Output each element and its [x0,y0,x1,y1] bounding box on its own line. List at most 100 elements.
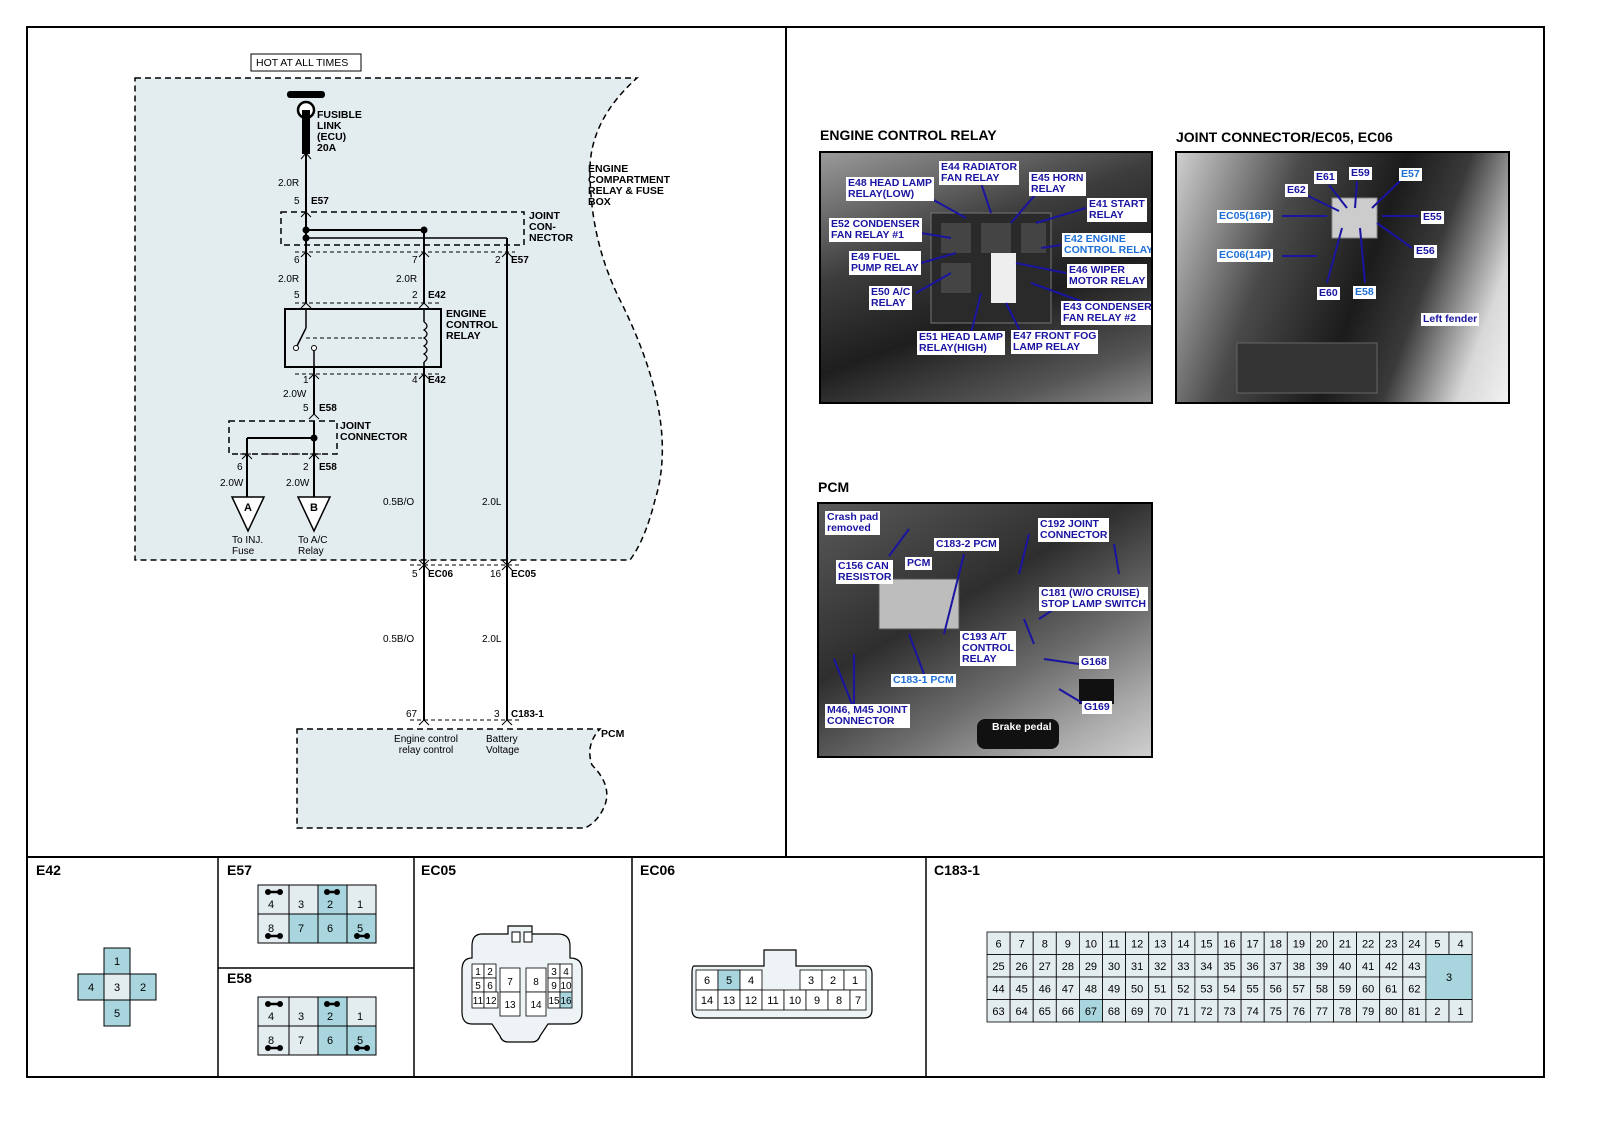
engine-control-relay-photo: E44 RADIATOR FAN RELAY E48 HEAD LAMP REL… [819,151,1153,404]
ec05-pin: 10 [560,981,572,992]
connector-title-ec05: EC05 [421,862,457,878]
callout-ec06: EC06(14P) [1217,249,1273,262]
branch-b-triangle [296,496,332,533]
callout-e61: E61 [1314,171,1337,184]
ec05-pin: 11 [473,996,484,1007]
wire-gauge-label: 2.0W [283,389,307,400]
callout-e62: E62 [1285,184,1308,197]
c183-pin: 65 [1039,1006,1051,1018]
c183-pin: 39 [1316,961,1328,973]
callout-e49: E49 FUEL PUMP RELAY [849,251,921,275]
callout-e41: E41 START RELAY [1087,198,1147,222]
c183-pin: 76 [1293,1006,1305,1018]
connector-ec06: 6 5 4 3 2 1 14 13 12 11 10 9 8 7 [691,949,873,1019]
wire-gauge-label: 2.0R [278,178,300,189]
e42-pin: 3 [114,982,120,994]
connector-title-e57: E57 [227,862,252,878]
e57-pin: 2 [327,899,333,911]
callout-e50: E50 A/C RELAY [869,286,913,310]
e58-pin: 3 [298,1011,304,1023]
pin-number: 3 [494,709,500,720]
ec05-pin: 3 [551,967,557,978]
c183-pin: 35 [1223,961,1235,973]
c183-pin: 21 [1339,938,1351,950]
c183-pin: 64 [1016,1006,1028,1018]
c183-pin: 43 [1408,961,1420,973]
c183-pin: 66 [1062,1006,1074,1018]
fuse-box-region [134,77,664,561]
ec05-pin: 6 [487,981,493,992]
c183-pin: 74 [1247,1006,1259,1018]
callout-crash-pad: Crash pad removed [825,511,881,535]
ec06-pin: 10 [789,995,801,1007]
e58-pin: 1 [357,1011,363,1023]
callout-e48: E48 HEAD LAMP RELAY(LOW) [846,177,935,201]
callout-c192: C192 JOINT CONNECTOR [1038,518,1110,542]
callout-e56: E56 [1414,245,1437,258]
c183-pin: 46 [1039,983,1051,995]
connector-title-e58: E58 [227,970,252,986]
callout-e46: E46 WIPER MOTOR RELAY [1067,264,1148,288]
callout-e45: E45 HORN RELAY [1029,172,1086,196]
callout-pcm: PCM [905,557,933,570]
callout-e59: E59 [1349,167,1372,180]
connector-id: E58 [319,403,337,414]
c183-pin: 32 [1154,961,1166,973]
c183-pin: 24 [1408,938,1420,950]
callout-e60: E60 [1317,287,1340,300]
ec05-pin: 15 [548,996,560,1007]
pcm-label: PCM [601,728,625,740]
c183-pin: 4 [1457,938,1463,950]
connector-id: E57 [511,255,529,266]
e58-pin: 8 [268,1035,274,1047]
c183-pin: 42 [1385,961,1397,973]
joint-connector-top-box [280,211,525,246]
c183-pin: 70 [1154,1006,1166,1018]
wire-gauge-label: 2.0L [482,634,502,645]
c183-pin: 78 [1339,1006,1351,1018]
c183-pin: 26 [1016,961,1028,973]
callout-e57: E57 [1399,168,1422,181]
c183-pin: 15 [1200,938,1212,950]
connector-id: E42 [428,375,446,386]
c183-pin: 17 [1247,938,1259,950]
pcm-photo-title: PCM [818,479,850,495]
c183-pin: 59 [1339,983,1351,995]
callout-g168: G168 [1079,656,1109,669]
ec06-pin: 9 [814,995,820,1007]
c183-pin: 16 [1223,938,1235,950]
c183-pin: 41 [1362,961,1374,973]
c183-pin: 58 [1316,983,1328,995]
c183-pin: 38 [1293,961,1305,973]
c183-pin: 10 [1085,938,1097,950]
c183-pin: 75 [1270,1006,1282,1018]
c183-pin: 33 [1177,961,1189,973]
c183-pin: 13 [1154,938,1166,950]
c183-pin: 49 [1108,983,1120,995]
c183-pin: 9 [1065,938,1071,950]
c183-pin: 19 [1293,938,1305,950]
c183-pin: 11 [1108,938,1119,950]
ec06-pin: 4 [748,975,754,987]
c183-pin: 31 [1131,961,1143,973]
ec06-pin: 8 [836,995,842,1007]
ec05-pin: 16 [560,996,572,1007]
ec05-pin: 1 [475,967,481,978]
pin-number: 5 [303,403,309,414]
c183-pin: 30 [1108,961,1120,973]
e42-pin: 2 [140,982,146,994]
e58-pin: 6 [327,1035,333,1047]
branch-a-destination: To INJ.Fuse [232,535,264,557]
pin-number: 6 [294,255,300,266]
wire-gauge-label: 2.0R [396,274,418,285]
e57-pin: 5 [357,923,363,935]
e58-pin: 5 [357,1035,363,1047]
ec05-pin: 7 [507,977,513,988]
e57-pin: 8 [268,923,274,935]
